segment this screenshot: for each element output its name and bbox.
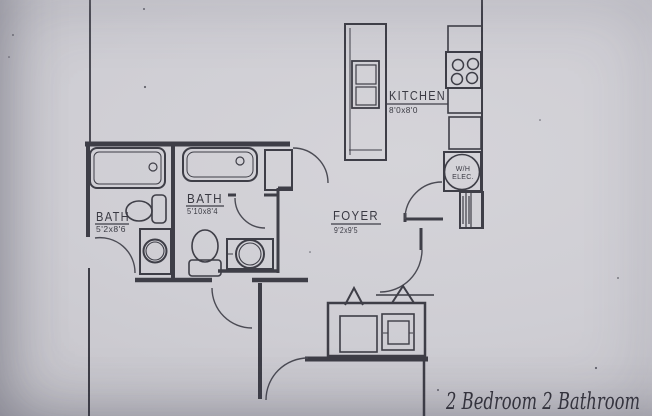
bath1-toilet <box>188 229 222 277</box>
bath2-label: BATH 5'2x8'6 <box>95 210 130 234</box>
linen-closet <box>264 149 293 191</box>
kitchen-name: KITCHEN <box>389 88 446 103</box>
kitchen-dims: 8'0x8'0 <box>389 105 418 115</box>
utility-line1: W/H <box>456 166 471 173</box>
bath2-dims: 5'2x8'6 <box>96 224 126 234</box>
door-arcs <box>94 147 443 401</box>
bath1-tub <box>182 147 258 182</box>
bath1-name: BATH <box>187 192 223 206</box>
plan-caption: 2 Bedroom 2 Bathroom <box>445 389 640 415</box>
bath1-dims: 5'10x8'4 <box>187 206 218 216</box>
utility-line2: ELEC. <box>452 174 474 181</box>
bath2-tub <box>89 147 166 189</box>
kitchen-island-counter <box>344 23 387 161</box>
bath1-label: BATH 5'10x8'4 <box>186 192 224 216</box>
dryer <box>381 313 415 351</box>
kitchen-label: KITCHEN 8'0x8'0 <box>387 88 448 115</box>
interior-walls <box>85 141 443 416</box>
bath2-name: BATH <box>96 210 130 224</box>
laundry-closet <box>326 284 434 358</box>
washer <box>339 315 378 353</box>
foyer-closet <box>459 191 484 229</box>
bath1-sink-vanity <box>226 238 274 270</box>
foyer-dims: 9'2x9'5 <box>334 225 358 235</box>
foyer-name: FOYER <box>333 208 379 223</box>
stove-burners-icon <box>445 51 482 89</box>
utility-label: W/H ELEC. <box>452 166 474 181</box>
bifold-doors-icon <box>344 284 434 306</box>
water-heater-closet <box>443 151 482 224</box>
exterior-walls <box>88 0 483 416</box>
kitchen-sink <box>351 60 380 109</box>
scan-specks <box>8 8 619 391</box>
bath2-toilet <box>125 194 167 224</box>
bath2-sink-vanity <box>139 228 172 275</box>
foyer-label: FOYER 9'2x9'5 <box>331 208 381 235</box>
